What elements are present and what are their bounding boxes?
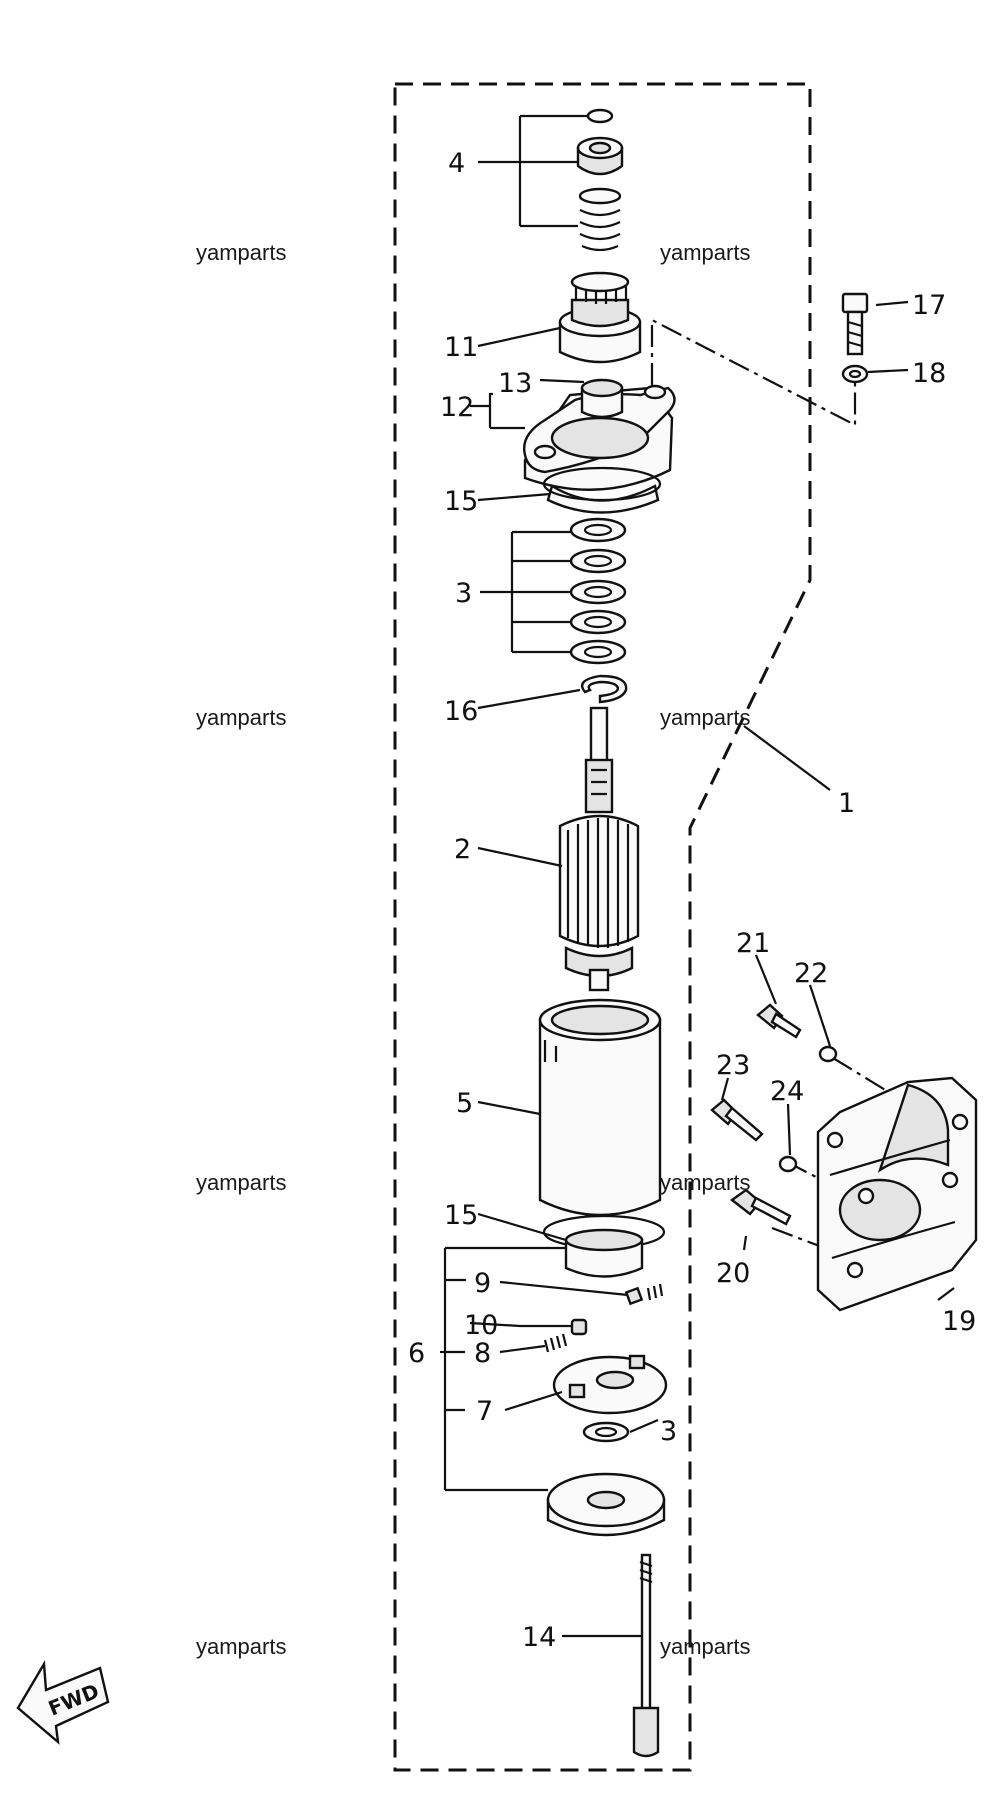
callout-8: 8 — [474, 1338, 491, 1369]
callout-19: 19 — [942, 1306, 976, 1337]
callout-6: 6 — [408, 1338, 425, 1369]
callout-13: 13 — [498, 368, 532, 399]
callout-9: 9 — [474, 1268, 491, 1299]
watermark: yamparts — [196, 1170, 286, 1195]
part-24-washer — [778, 1155, 798, 1173]
callout-15-top: 15 — [444, 486, 478, 517]
watermark: yamparts — [660, 1634, 750, 1659]
part-17-bolt — [841, 292, 869, 356]
callout-4: 4 — [448, 148, 465, 179]
part-20-bolt — [729, 1188, 792, 1226]
watermark: yamparts — [660, 705, 750, 730]
watermark: yamparts — [660, 240, 750, 265]
callout-11: 11 — [444, 332, 478, 363]
part-7-brush-holder — [552, 1354, 668, 1415]
callout-23: 23 — [716, 1050, 750, 1081]
callout-5: 5 — [456, 1088, 473, 1119]
part-15-o-ring-bottom — [542, 1214, 666, 1278]
fwd-arrow-icon: FWD — [16, 1660, 110, 1745]
part-4-pinion-stop-set — [576, 108, 624, 252]
part-19-mounting-bracket — [816, 1076, 978, 1312]
part-11-pinion — [558, 271, 642, 364]
callout-18: 18 — [912, 358, 946, 389]
callout-3-stack: 3 — [455, 578, 472, 609]
part-3-washer-stack — [569, 517, 627, 665]
callout-24: 24 — [770, 1076, 804, 1107]
callout-16: 16 — [444, 696, 478, 727]
part-3-washer-lower — [582, 1421, 630, 1443]
callout-14: 14 — [522, 1622, 556, 1653]
part-6-rear-cover — [546, 1472, 666, 1537]
callout-21: 21 — [736, 928, 770, 959]
part-18-washer — [841, 364, 869, 384]
callout-1: 1 — [838, 788, 855, 819]
part-2-armature — [558, 706, 640, 992]
callout-22: 22 — [794, 958, 828, 989]
callout-2: 2 — [454, 834, 471, 865]
callout-17: 17 — [912, 290, 946, 321]
part-23-bolt — [710, 1098, 764, 1142]
callout-10: 10 — [464, 1310, 498, 1341]
assembly-boundary — [393, 82, 812, 1772]
callout-7: 7 — [476, 1396, 493, 1427]
leader-lines — [440, 114, 955, 1638]
part-21-bolt — [756, 1003, 802, 1039]
callout-12: 12 — [440, 392, 474, 423]
part-14-through-bolt — [632, 1553, 660, 1758]
part-16-snap-ring — [580, 674, 628, 704]
callout-3-lower: 3 — [660, 1416, 677, 1447]
callout-15-bottom: 15 — [444, 1200, 478, 1231]
part-22-washer — [818, 1045, 838, 1063]
callout-20: 20 — [716, 1258, 750, 1289]
watermark: yamparts — [196, 240, 286, 265]
part-5-yoke — [538, 998, 662, 1217]
part-12-front-bracket — [523, 378, 676, 491]
part-15-o-ring-top — [542, 466, 662, 514]
watermark: yamparts — [196, 705, 286, 730]
watermark: yamparts — [660, 1170, 750, 1195]
watermark: yamparts — [196, 1634, 286, 1659]
bolt-17-alignment-line — [650, 318, 857, 427]
parts-9-10-8-brushes-springs — [543, 1283, 664, 1353]
